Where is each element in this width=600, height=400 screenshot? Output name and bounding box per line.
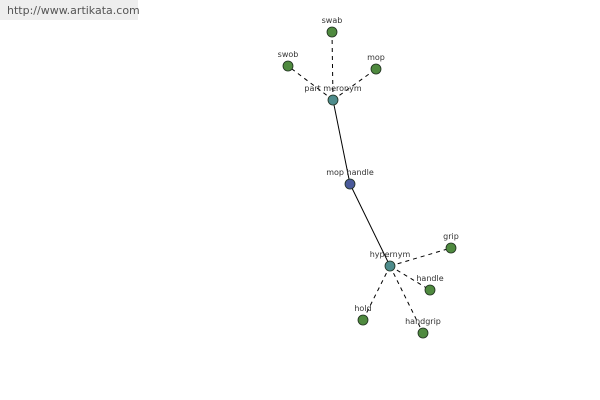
center-node[interactable]: mop handle — [326, 168, 374, 190]
word-node-handle-label: handle — [416, 274, 443, 283]
edge-part-meronym-swab — [331, 31, 334, 101]
word-node-swab[interactable]: swab — [322, 16, 343, 38]
source-bar: http://www.artikata.com — [0, 0, 140, 20]
word-node-mop-dot[interactable] — [370, 63, 382, 75]
edge-center-hypernym — [349, 183, 391, 267]
word-node-swob-dot[interactable] — [282, 60, 294, 72]
relation-node-hypernym-label: hypernym — [370, 250, 411, 259]
relation-node-hypernym-dot[interactable] — [384, 260, 396, 272]
word-node-hold-label: hold — [354, 304, 371, 313]
edge-hypernym-hold — [362, 265, 391, 321]
center-node-label: mop handle — [326, 168, 374, 177]
word-node-hold-dot[interactable] — [357, 314, 369, 326]
word-node-grip[interactable]: grip — [443, 232, 459, 254]
relation-node-part-meronym-label: part meronym — [304, 84, 361, 93]
word-node-handle[interactable]: handle — [416, 274, 444, 296]
word-node-swob-label: swob — [278, 50, 299, 59]
word-node-grip-label: grip — [443, 232, 459, 241]
word-node-handgrip[interactable]: handgrip — [405, 317, 441, 339]
relation-node-part-meronym-dot[interactable] — [327, 94, 339, 106]
word-node-swab-label: swab — [322, 16, 343, 25]
relation-node-hypernym[interactable]: hypernym — [370, 250, 411, 272]
center-node-dot[interactable] — [344, 178, 356, 190]
relation-node-part-meronym[interactable]: part meronym — [304, 84, 362, 106]
edge-part-meronym-mop — [332, 68, 377, 101]
edges-layer — [287, 31, 452, 334]
edge-part-meronym-swob — [287, 65, 334, 101]
word-node-grip-dot[interactable] — [445, 242, 457, 254]
word-node-handle-dot[interactable] — [424, 284, 436, 296]
word-node-mop[interactable]: mop — [367, 53, 385, 75]
source-url-link[interactable]: http://www.artikata.com — [7, 4, 140, 17]
word-node-handgrip-dot[interactable] — [417, 327, 429, 339]
word-node-hold[interactable]: hold — [354, 304, 372, 326]
nodes-layer: mop handle part meronym swab swob mop hyperny… — [278, 16, 459, 339]
word-node-mop-label: mop — [367, 53, 385, 62]
word-node-swob[interactable]: swob — [278, 50, 299, 72]
word-node-swab-dot[interactable] — [326, 26, 338, 38]
edge-hypernym-grip — [389, 247, 452, 267]
edge-center-part-meronym — [332, 99, 351, 185]
word-node-handgrip-label: handgrip — [405, 317, 441, 326]
